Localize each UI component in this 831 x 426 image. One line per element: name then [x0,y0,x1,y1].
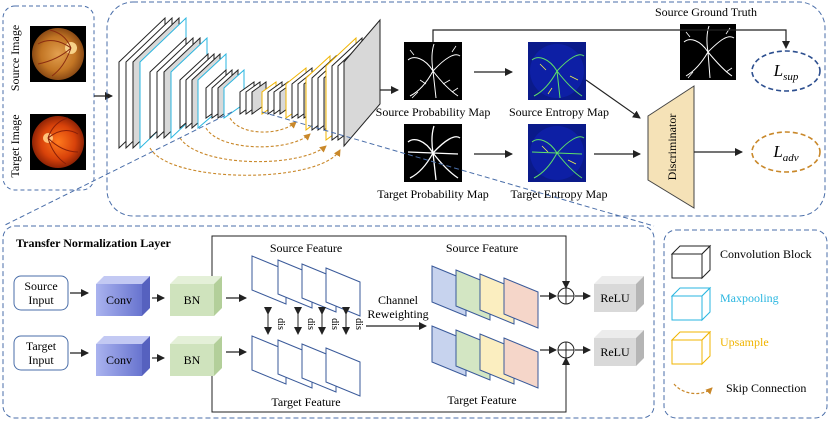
encoder-blocks [118,16,267,150]
discriminator-label: Discriminator [665,114,679,181]
loss-sup-base: L [773,61,783,80]
target-weighted-feature-maps [431,325,539,389]
dis-label-2: dis [305,318,316,330]
tnl-panel: Transfer Normalization Layer Source Inpu… [2,225,655,419]
decoder-blocks [261,18,381,148]
relu-block-target: ReLU [594,330,644,366]
discriminator-block: Discriminator [647,85,695,209]
relu-block-source: ReLU [594,276,644,312]
target-fundus-image [30,114,86,170]
dis-label-1: dis [275,318,286,330]
target-input-line1: Target [26,339,57,353]
relu-label-source: ReLU [600,291,630,305]
loss-adv-sub: adv [783,152,799,164]
bn-label-source: BN [184,293,201,307]
legend-convolution-block: Convolution Block [720,247,812,261]
source-weighted-feature-maps [431,265,539,329]
source-image-label: Source Image [8,25,22,91]
bn-block-source: BN [170,276,222,316]
top-panel: Source Probability Map Target Probabilit… [106,1,826,217]
source-feature-label-left: Source Feature [270,241,342,255]
legend-upsample: Upsample [720,335,769,349]
conv-block-target: Conv [96,336,150,376]
legend-skip-connection: Skip Connection [726,381,806,395]
upsample-icon [670,330,712,366]
legend-maxpooling: Maxpooling [720,291,779,305]
loss-adv-base: L [772,142,782,161]
target-probability-map-label: Target Probability Map [377,187,489,201]
bn-label-target: BN [184,353,201,367]
conv-block-source: Conv [96,276,150,316]
dis-arrows: dis dis dis dis [264,307,364,335]
source-probability-map-label: Source Probability Map [376,105,491,119]
source-ground-truth-label: Source Ground Truth [655,5,757,19]
svg-text:Lsup: Lsup [773,61,799,83]
tnl-title: Transfer Normalization Layer [16,236,172,250]
target-image-label: Target Image [8,114,22,177]
source-input-line2: Input [28,293,54,307]
dis-label-3: dis [329,318,340,330]
target-input-line2: Input [28,353,54,367]
source-fundus-image [30,26,86,82]
source-feature-maps [251,255,361,317]
loss-adv-oval: Ladv [751,131,821,173]
sum-node-source [557,287,575,305]
source-probability-map [404,42,462,100]
target-feature-label-left: Target Feature [271,395,340,409]
source-entropy-map-label: Source Entropy Map [509,105,609,119]
target-input-box: Target Input [13,335,69,371]
conv-label-target: Conv [106,353,132,367]
source-input-box: Source Input [13,275,69,311]
unet-network [118,16,381,176]
source-feature-label-right: Source Feature [446,241,518,255]
sum-node-target [557,341,575,359]
channel-reweighting-line1: Channel [378,293,419,307]
convolution-block-icon [670,244,712,280]
target-feature-maps [251,335,361,397]
legend-panel: Convolution Block Maxpooling Upsample Sk… [663,229,828,419]
source-ground-truth-image [680,24,736,80]
target-entropy-map [528,124,586,182]
loss-sup-oval: Lsup [751,50,821,92]
bn-block-target: BN [170,336,222,376]
source-entropy-map [528,42,586,100]
maxpooling-icon [670,286,712,322]
conv-label-source: Conv [106,293,132,307]
skip-connections [149,117,341,176]
target-probability-map [404,124,462,182]
loss-sup-sub: sup [783,71,799,83]
skip-connection-icon [673,383,713,395]
channel-reweighting-line2: Reweighting [367,307,428,321]
dis-label-4: dis [353,318,364,330]
target-entropy-map-label: Target Entropy Map [511,187,608,201]
source-input-line1: Source [24,279,57,293]
relu-label-target: ReLU [600,345,630,359]
target-feature-label-right: Target Feature [447,393,516,407]
svg-text:Ladv: Ladv [772,142,798,164]
inputs-panel: Source Image Target Image [2,5,95,191]
